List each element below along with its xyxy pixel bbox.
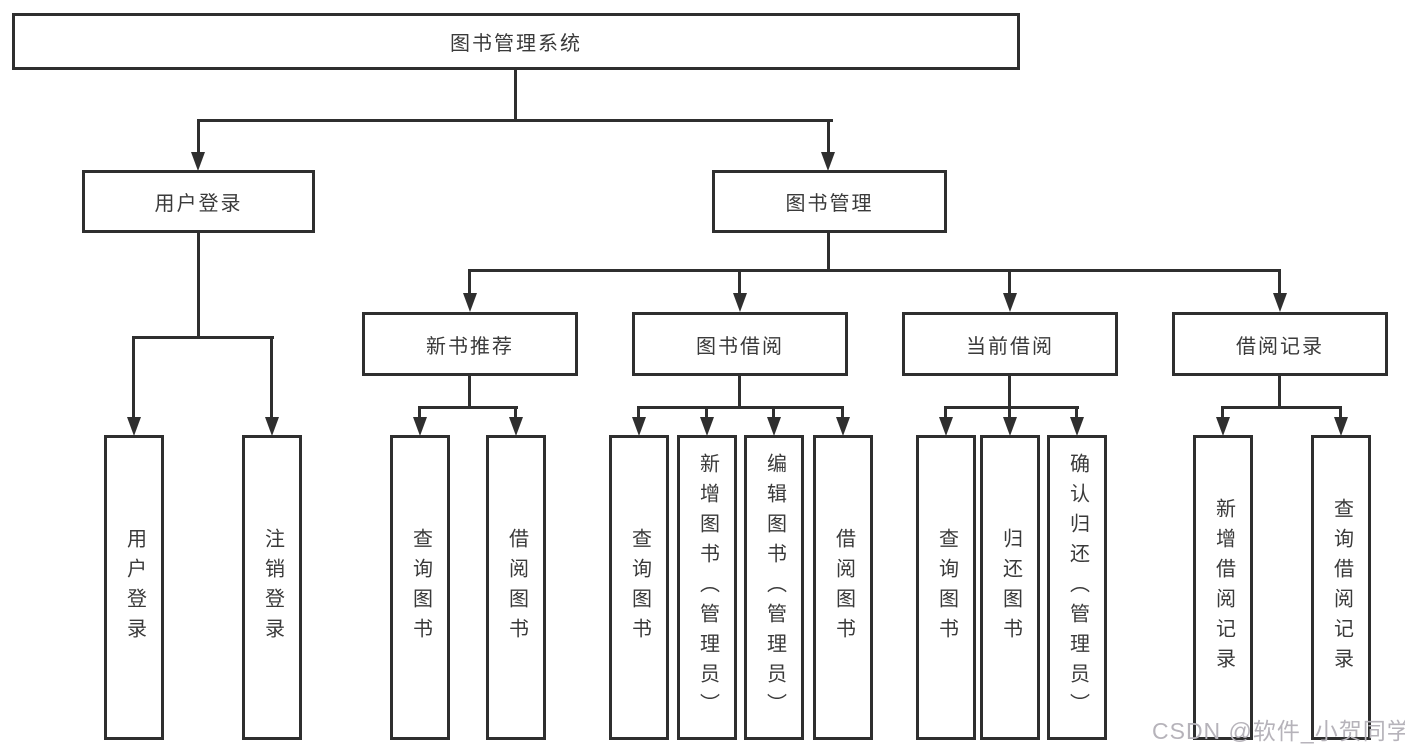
arrowhead — [1334, 417, 1348, 436]
node-label: 查询图书 — [409, 527, 432, 648]
node-label: 借阅记录 — [1236, 335, 1324, 358]
node-root: 图书管理系统 — [12, 13, 1020, 70]
node-label: 新增借阅记录 — [1212, 497, 1235, 678]
connector-line — [944, 406, 1079, 409]
arrowhead — [700, 417, 714, 436]
node-label: 借阅图书 — [832, 527, 855, 648]
connector-line — [132, 336, 135, 418]
connector-line — [827, 233, 830, 271]
arrowhead — [1003, 417, 1017, 436]
connector-line — [514, 70, 517, 122]
arrowhead — [733, 293, 747, 312]
connector-line — [637, 406, 844, 409]
connector-line — [132, 336, 274, 339]
node-label: 用户登录 — [154, 193, 243, 215]
node-label: 图书管理 — [785, 193, 874, 215]
node-label: 图书管理系统 — [450, 33, 582, 55]
watermark: CSDN @软件_小贺同学 — [1152, 718, 1405, 744]
leaf-confirm-return-admin: 确认归还（管理员） — [1047, 435, 1107, 740]
connector-line — [418, 406, 421, 419]
leaf-add-borrow-record: 新增借阅记录 — [1193, 435, 1253, 740]
connector-line — [841, 406, 844, 419]
connector-line — [1339, 406, 1342, 419]
connector-line — [705, 406, 708, 419]
connector-line — [197, 119, 200, 154]
leaf-logout: 注销登录 — [242, 435, 302, 740]
connector-line — [1278, 376, 1281, 409]
leaf-edit-book-admin: 编辑图书（管理员） — [744, 435, 804, 740]
arrowhead — [767, 417, 781, 436]
connector-line — [468, 269, 1281, 272]
branch-book-borrow: 图书借阅 — [632, 312, 848, 376]
branch-new-book-recommend: 新书推荐 — [362, 312, 578, 376]
leaf-add-book-admin: 新增图书（管理员） — [677, 435, 737, 740]
connector-line — [1008, 376, 1011, 409]
arrowhead — [1070, 417, 1084, 436]
arrowhead — [1003, 293, 1017, 312]
branch-user-login: 用户登录 — [82, 170, 315, 233]
connector-line — [1221, 406, 1342, 409]
leaf-user-login: 用户登录 — [104, 435, 164, 740]
connector-line — [197, 119, 833, 122]
node-label: 查询图书 — [935, 527, 958, 648]
leaf-query-books-borrow: 查询图书 — [609, 435, 669, 740]
arrowhead — [463, 293, 477, 312]
node-label: 用户登录 — [123, 527, 146, 648]
branch-borrow-records: 借阅记录 — [1172, 312, 1388, 376]
connector-line — [1075, 406, 1078, 419]
connector-line — [1008, 269, 1011, 295]
leaf-query-books-current: 查询图书 — [916, 435, 976, 740]
leaf-query-borrow-record: 查询借阅记录 — [1311, 435, 1371, 740]
node-label: 当前借阅 — [966, 335, 1054, 358]
branch-current-borrow: 当前借阅 — [902, 312, 1118, 376]
node-label: 编辑图书（管理员） — [763, 452, 786, 723]
arrowhead — [1273, 293, 1287, 312]
arrowhead — [509, 417, 523, 436]
connector-line — [1278, 269, 1281, 295]
node-label: 图书借阅 — [696, 335, 784, 358]
arrowhead — [1216, 417, 1230, 436]
arrowhead — [127, 417, 141, 436]
connector-line — [270, 336, 273, 418]
node-label: 确认归还（管理员） — [1066, 452, 1089, 723]
connector-line — [637, 406, 640, 419]
arrowhead — [265, 417, 279, 436]
leaf-borrow-books-recommend: 借阅图书 — [486, 435, 546, 740]
arrowhead — [632, 417, 646, 436]
arrowhead — [821, 152, 835, 171]
node-label: 新书推荐 — [426, 335, 514, 358]
node-label: 借阅图书 — [505, 527, 528, 648]
connector-line — [197, 233, 200, 338]
arrowhead — [191, 152, 205, 171]
leaf-borrow-books-borrow: 借阅图书 — [813, 435, 873, 740]
arrowhead — [413, 417, 427, 436]
leaf-return-book: 归还图书 — [980, 435, 1040, 740]
leaf-query-books-recommend: 查询图书 — [390, 435, 450, 740]
connector-line — [1221, 406, 1224, 419]
connector-line — [738, 376, 741, 409]
connector-line — [827, 119, 830, 154]
connector-line — [418, 406, 518, 409]
connector-line — [468, 376, 471, 409]
node-label: 查询图书 — [628, 527, 651, 648]
arrowhead — [836, 417, 850, 436]
connector-line — [1008, 406, 1011, 419]
connector-line — [738, 269, 741, 295]
connector-line — [514, 406, 517, 419]
branch-book-management: 图书管理 — [712, 170, 947, 233]
node-label: 归还图书 — [999, 527, 1022, 648]
connector-line — [468, 269, 471, 295]
connector-line — [944, 406, 947, 419]
arrowhead — [939, 417, 953, 436]
node-label: 注销登录 — [261, 527, 284, 648]
node-label: 查询借阅记录 — [1330, 497, 1353, 678]
node-label: 新增图书（管理员） — [696, 452, 719, 723]
connector-line — [772, 406, 775, 419]
